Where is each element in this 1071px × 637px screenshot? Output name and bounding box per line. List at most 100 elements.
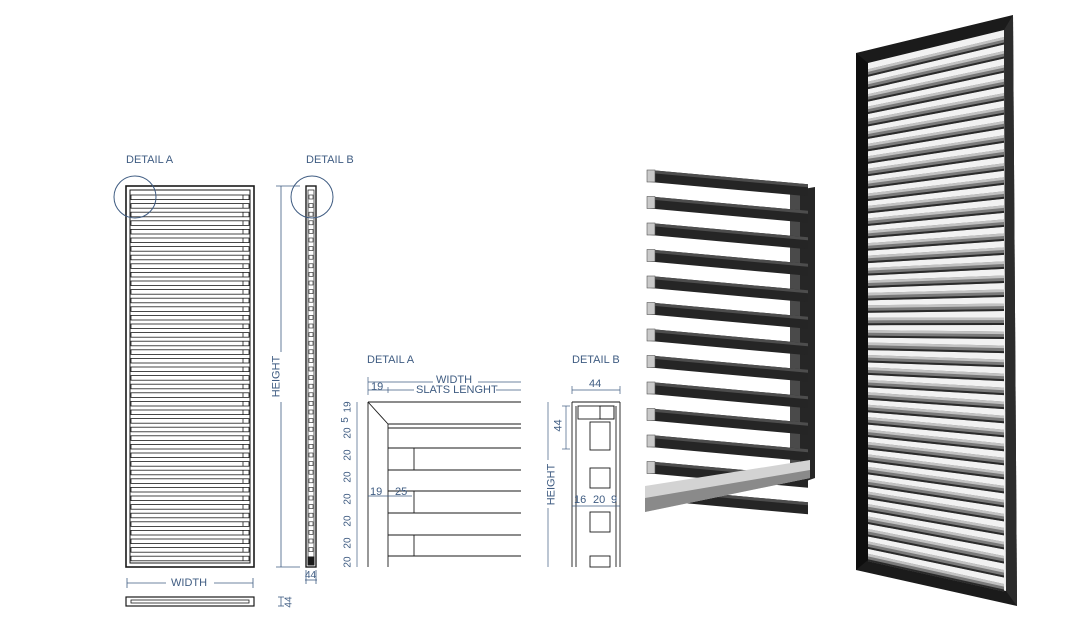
cutaway-slat-top <box>650 408 808 426</box>
front-slat <box>130 254 250 261</box>
side-depth-label: 44 <box>305 570 317 581</box>
cutaway-slat-end <box>646 461 656 474</box>
panel-slat-shadow <box>868 484 1004 508</box>
front-slat <box>130 220 250 226</box>
front-slat <box>130 486 250 493</box>
front-elevation <box>125 185 255 568</box>
side-slat <box>308 418 314 423</box>
panel-slat-shadow <box>868 435 1004 452</box>
front-slat <box>130 306 250 312</box>
detail-b-bottom-dim-a: 16 <box>574 494 587 506</box>
panel-slat-top <box>868 93 1004 122</box>
panel-slat-shadow <box>868 56 1004 90</box>
panel-slat-top <box>868 479 1004 503</box>
panel-slat-shadow <box>868 70 1004 102</box>
panel-slat-shadow <box>868 182 1004 201</box>
panel-slat-shadow <box>868 308 1004 313</box>
front-slat <box>130 314 250 321</box>
panel-slat-top <box>868 491 1004 517</box>
cutaway-slat-end <box>646 408 656 421</box>
panel-slat-top <box>868 37 1004 72</box>
side-slat <box>308 461 314 466</box>
side-slat <box>308 306 314 312</box>
panel-slat-shadow <box>868 210 1004 226</box>
cutaway-slat-top <box>650 355 808 373</box>
side-slat <box>308 521 314 527</box>
cutaway-slat-end <box>646 249 656 262</box>
panel-slat-shadow <box>868 238 1004 251</box>
panel-slat-top <box>868 367 1004 377</box>
detail-a-dimensions <box>356 377 521 567</box>
cutaway-slat-top <box>650 435 808 453</box>
panel-slat-shadow <box>868 509 1004 536</box>
detail-b-slats <box>589 421 611 568</box>
detail-b-marker <box>290 175 334 219</box>
panel-slat-shadow <box>868 266 1004 276</box>
panel-slat-top <box>868 553 1004 587</box>
front-slat <box>130 246 250 252</box>
cutaway-slat <box>650 408 808 435</box>
detail-a-vertical-dim: 20 <box>342 537 354 549</box>
detail-b-slat <box>589 511 611 533</box>
panel-slat-shadow <box>868 140 1004 164</box>
width-label: WIDTH <box>171 577 208 589</box>
front-slat <box>130 426 250 433</box>
panel-slat-shadow <box>868 224 1004 239</box>
detail-a-vertical-dim: 20 <box>342 449 354 461</box>
detail-b-dimensions <box>547 386 621 567</box>
side-slat <box>308 435 314 441</box>
detail-a-vertical-dim: 20 <box>342 556 354 568</box>
side-slat <box>308 538 314 544</box>
side-slat <box>308 444 314 449</box>
cutaway-slat <box>650 382 808 409</box>
detail-b-slat <box>589 421 611 451</box>
front-slat <box>130 289 250 295</box>
front-slat <box>130 512 250 519</box>
front-slat <box>130 452 250 458</box>
panel-slat-top <box>868 65 1004 97</box>
side-slat <box>308 323 314 329</box>
render-cutaway <box>645 169 815 515</box>
panel-slat-top <box>868 379 1004 391</box>
panel-slat-shadow <box>868 534 1004 564</box>
front-slat <box>130 461 250 467</box>
side-slat <box>308 409 314 415</box>
detail-a-marker <box>113 175 157 219</box>
side-slat <box>308 383 314 389</box>
side-slat <box>308 504 314 509</box>
detail-a-slats-length-label: SLATS LENGHT <box>416 384 498 396</box>
side-slats <box>308 194 314 552</box>
panel-slat-top <box>868 317 1004 321</box>
cutaway-slat-end <box>646 302 656 315</box>
front-slat <box>130 366 250 372</box>
panel-slat-top <box>868 135 1004 159</box>
side-slat <box>308 495 314 501</box>
side-slat <box>308 220 314 226</box>
detail-a-vertical-dim: 20 <box>342 471 354 483</box>
height-dimension <box>276 185 300 568</box>
plan-depth-dimension <box>278 596 284 607</box>
panel-slat-top <box>868 541 1004 573</box>
side-slat <box>308 229 314 234</box>
panel-slat-shadow <box>868 546 1004 578</box>
side-slat <box>308 487 314 492</box>
detail-a-inner-frame-dim: 19 <box>370 486 383 498</box>
cutaway-slat <box>650 435 808 462</box>
panel-slat-shadow <box>868 252 1004 264</box>
panel-slat-shadow <box>868 323 1004 326</box>
panel-slat-top <box>868 516 1004 545</box>
side-slat <box>308 263 314 269</box>
front-slat <box>130 443 250 450</box>
side-slat <box>308 254 314 260</box>
side-slat <box>308 340 314 346</box>
side-slat <box>308 452 314 458</box>
detail-a-frame-dim: 19 <box>371 381 384 393</box>
side-slat <box>308 530 314 535</box>
side-slat <box>308 426 314 432</box>
side-slat <box>308 194 314 200</box>
cutaway-slats <box>645 169 810 515</box>
side-elevation <box>305 185 317 568</box>
detail-b-drawing <box>571 401 621 568</box>
front-slat <box>130 340 250 347</box>
front-slat <box>130 375 250 381</box>
